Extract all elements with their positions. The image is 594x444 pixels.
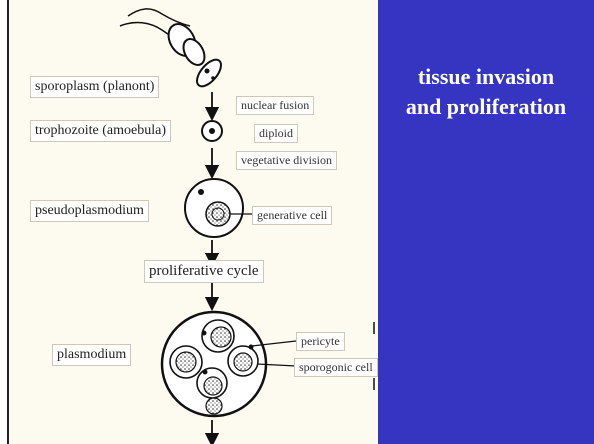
trophozoite-icon — [202, 121, 222, 141]
note-nuclear-fusion: nuclear fusion — [236, 96, 314, 115]
slide-title-line-2: and proliferation — [378, 92, 594, 122]
spore-icon — [120, 9, 209, 69]
stage-label-proliferative-cycle: proliferative cycle — [144, 260, 264, 283]
note-vegetative-division: vegetative division — [236, 151, 337, 170]
slide-title-line-1: tissue invasion — [378, 62, 594, 92]
stage-label-plasmodium: plasmodium — [52, 344, 131, 366]
stage-label-pseudoplasmodium: pseudoplasmodium — [30, 200, 149, 222]
title-panel: tissue invasion and proliferation — [378, 0, 594, 444]
stage-label-trophozoite: trophozoite (amoebula) — [30, 120, 171, 142]
slide-title: tissue invasion and proliferation — [378, 62, 594, 122]
pseudoplasmodium-icon — [185, 179, 254, 237]
note-diploid: diploid — [254, 124, 298, 143]
note-sporogonic-cell: sporogonic cell — [294, 358, 378, 377]
stage-label-sporoplasm: sporoplasm (planont) — [30, 76, 159, 98]
note-pericyte: pericyte — [296, 332, 345, 351]
note-generative-cell: generative cell — [252, 206, 332, 225]
